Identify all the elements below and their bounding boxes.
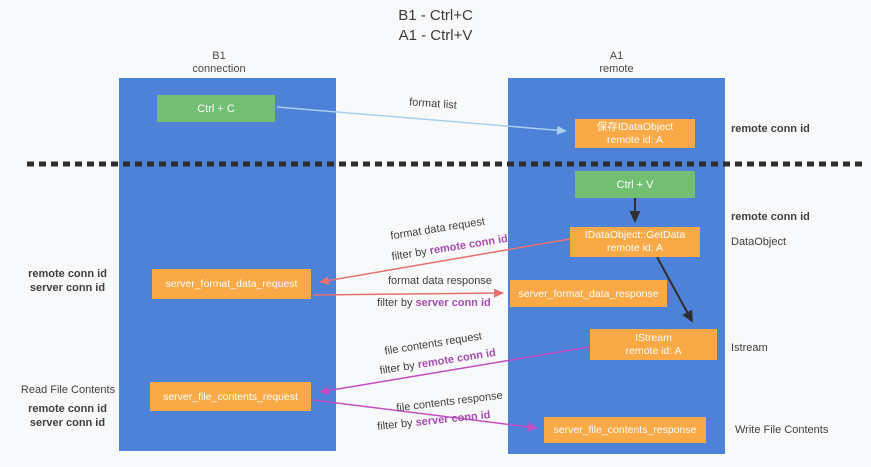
server-conn-id-text: server conn id — [415, 297, 491, 309]
filter-by-text: filter by — [377, 297, 413, 309]
node-istream-line2: remote id: A — [625, 344, 682, 357]
format-data-response-arrow — [312, 288, 504, 298]
node-server-file-contents-response: server_file_contents_response — [544, 417, 706, 443]
annotation-left-server-conn-id-2: server conn id — [29, 417, 106, 429]
lane-header-b1: B1 connection — [119, 50, 319, 76]
filter-by-text: filter by — [376, 417, 414, 433]
edge-label-filter-server-2: filter by server conn id — [377, 409, 491, 433]
lane-a1-name: A1 — [609, 50, 624, 62]
node-server-format-data-request: server_format_data_request — [152, 269, 311, 299]
annotation-left-remote-conn-id-1: remote conn id — [28, 268, 107, 280]
diagram-title: B1 - Ctrl+C A1 - Ctrl+V — [0, 6, 871, 46]
node-server-format-data-response: server_format_data_response — [510, 280, 667, 307]
edge-label-filter-server-1: filter by server conn id — [377, 297, 491, 309]
title-line-1: B1 - Ctrl+C — [398, 7, 473, 24]
node-istream-line1: IStream — [635, 331, 672, 344]
annotation-left-remote-conn-id-2: remote conn id — [28, 403, 107, 415]
lane-b1-subtitle: connection — [192, 63, 246, 75]
node-idataobject-getdata: IDataObject::GetData remote id: A — [570, 227, 700, 257]
node-istream: IStream remote id: A — [590, 329, 717, 360]
annotation-right-remote-conn-id-1: remote conn id — [731, 123, 810, 135]
node-save-idataobject-line1: 保存IDataObject — [596, 120, 674, 133]
annotation-dataobject: DataObject — [731, 236, 787, 248]
remote-conn-id-text: remote conn id — [428, 232, 509, 258]
node-save-idataobject: 保存IDataObject remote id: A — [575, 119, 695, 148]
edge-label-format-data-response: format data response — [388, 275, 492, 287]
title-line-2: A1 - Ctrl+V — [398, 27, 473, 44]
node-getdata-line1: IDataObject::GetData — [584, 229, 686, 241]
annotation-write-file-contents: Write File Contents — [735, 424, 829, 436]
annotation-istream: Istream — [731, 342, 768, 354]
annotation-read-file-contents: Read File Contents — [20, 384, 116, 396]
lane-a1-subtitle: remote — [599, 63, 634, 75]
filter-by-text: filter by — [378, 359, 416, 378]
server-conn-id-text: server conn id — [415, 409, 492, 429]
node-server-file-contents-request: server_file_contents_request — [150, 382, 311, 411]
annotation-right-remote-conn-id-2: remote conn id — [731, 211, 810, 223]
lane-b1-name: B1 — [212, 50, 226, 62]
node-save-idataobject-line2: remote id: A — [606, 133, 664, 146]
node-ctrl-c: Ctrl + C — [157, 95, 275, 122]
annotation-left-server-conn-id-1: server conn id — [29, 282, 106, 294]
edge-label-format-list: format list — [408, 96, 458, 112]
node-ctrl-v: Ctrl + V — [575, 171, 695, 198]
filter-by-text: filter by — [390, 245, 428, 264]
lane-header-a1: A1 remote — [508, 50, 725, 76]
node-getdata-line2: remote id: A — [606, 242, 664, 254]
